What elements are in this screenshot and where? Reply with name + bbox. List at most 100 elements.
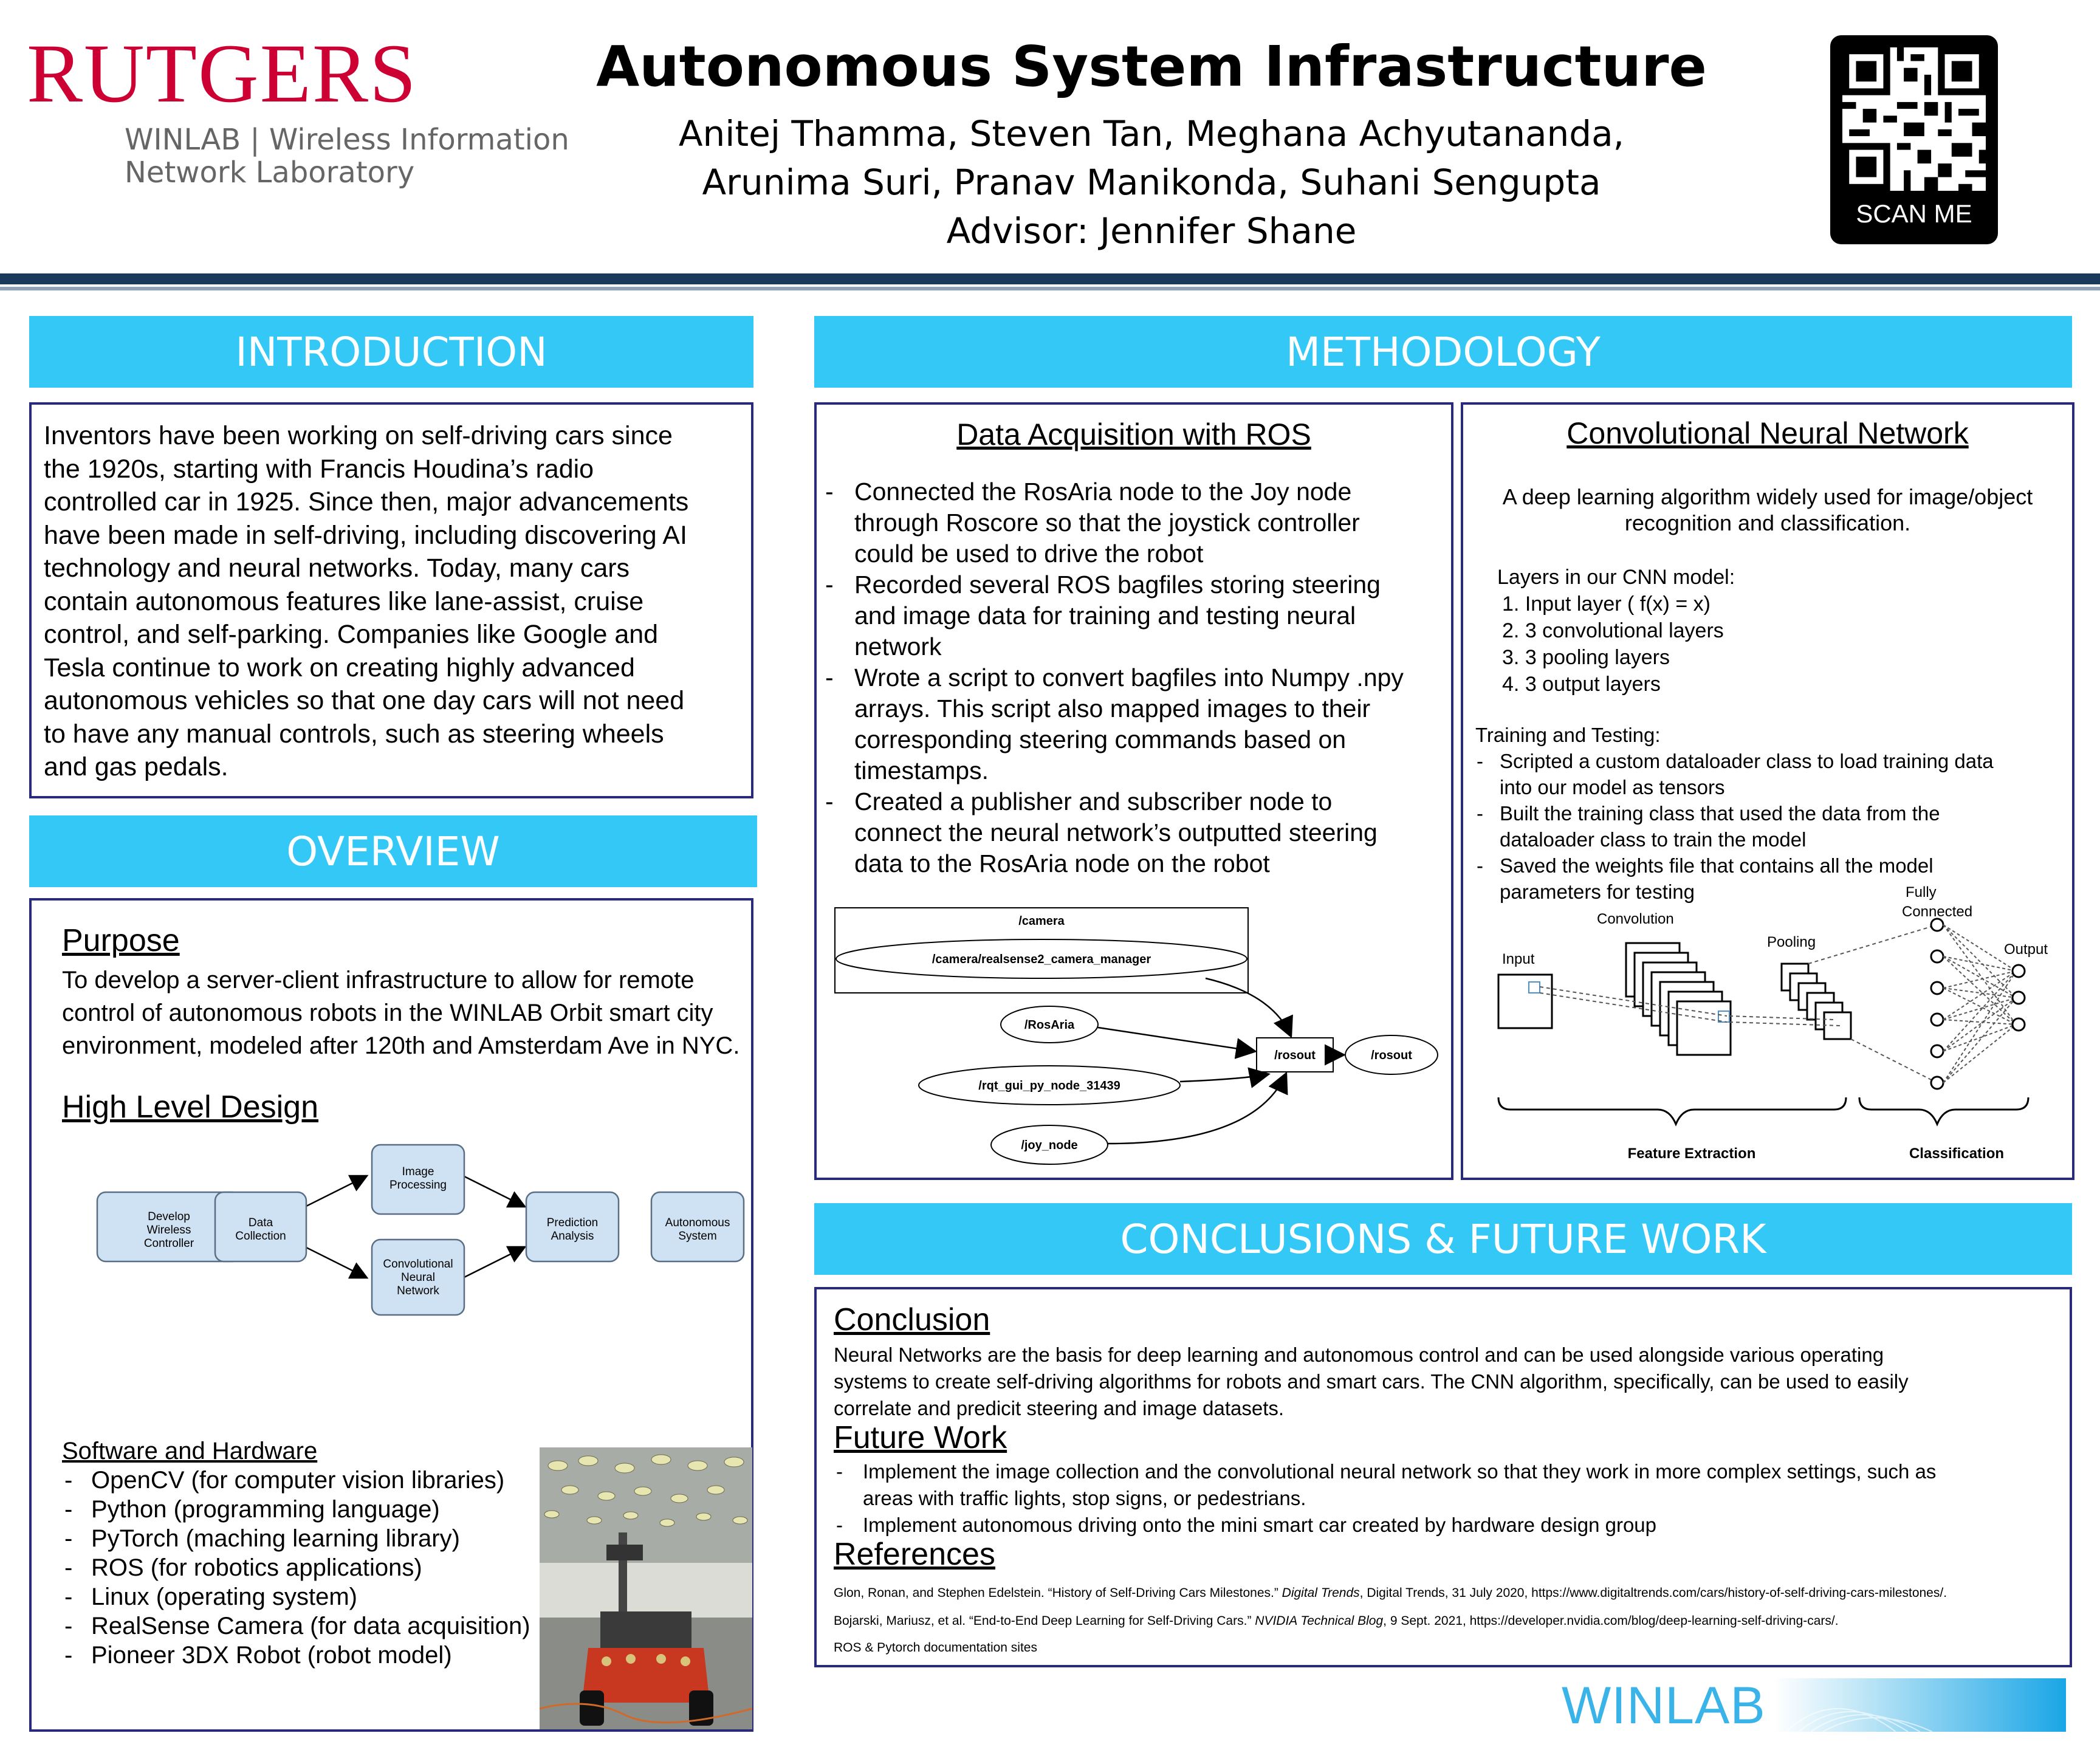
reference-2: Bojarski, Mariusz, et al. “End-to-End De… bbox=[834, 1613, 2067, 1630]
edge-rqt-rosout bbox=[1179, 1067, 1271, 1088]
methodology-banner: METHODOLOGY bbox=[814, 316, 2072, 388]
intro-line: control, and self-parking. Companies lik… bbox=[44, 620, 659, 649]
qr-label: SCAN ME bbox=[1856, 199, 1972, 228]
line: Saved the weights file that contains all… bbox=[1500, 854, 1934, 877]
line: correlate and predicit steering and imag… bbox=[834, 1397, 1285, 1419]
edge-rosaria-rosout bbox=[1097, 1026, 1257, 1059]
layer-text: 3 pooling layers bbox=[1525, 646, 1670, 669]
bullet: - bbox=[1477, 802, 1483, 825]
node-label: Controller bbox=[144, 1237, 194, 1250]
list-item: 4. 3 output layers bbox=[1502, 671, 1735, 698]
line: areas with traffic lights, stop signs, o… bbox=[863, 1487, 1306, 1509]
fc-output-lines bbox=[1943, 924, 2017, 1083]
line: and image data for training and testing … bbox=[854, 602, 1356, 630]
line: parameters for testing bbox=[1500, 880, 1695, 903]
purpose-line: control of autonomous robots in the WINL… bbox=[62, 1000, 713, 1026]
input-layer-box bbox=[1497, 973, 1553, 1029]
camera-cluster-label: /camera bbox=[1018, 914, 1065, 928]
feature-extraction-brace bbox=[1497, 1097, 1847, 1127]
purpose-line: To develop a server-client infrastructur… bbox=[62, 967, 695, 993]
authors-line-1: Anitej Thamma, Steven Tan, Meghana Achyu… bbox=[678, 113, 1625, 154]
line: recognition and classification. bbox=[1624, 510, 1911, 535]
list-item: Linux (operating system) bbox=[62, 1582, 530, 1611]
list-item: RealSense Camera (for data acquisition) bbox=[62, 1611, 530, 1641]
list-item: ROS (for robotics applications) bbox=[62, 1553, 530, 1582]
list-item: 2. 3 convolutional layers bbox=[1502, 617, 1735, 644]
edge-camera-rosout bbox=[1205, 977, 1293, 1038]
bullet: - bbox=[825, 478, 834, 506]
bullet: - bbox=[836, 1514, 843, 1536]
layers-title: Layers in our CNN model: bbox=[1497, 566, 1735, 589]
node-convolutional-neural-network bbox=[371, 1238, 465, 1316]
list-entry: - Connected the RosAria node to the Joy … bbox=[823, 476, 1449, 569]
cnn-architecture-diagram: Input Convolution Pooling Fully Connecte… bbox=[1497, 884, 2048, 1162]
list-item: OpenCV (for computer vision libraries) bbox=[62, 1466, 530, 1495]
intro-line: and gas pedals. bbox=[44, 752, 228, 781]
line: Neural Networks are the basis for deep l… bbox=[834, 1343, 1884, 1366]
line: Built the training class that used the d… bbox=[1500, 802, 1940, 825]
classification-brace bbox=[1858, 1097, 2030, 1127]
qr-pattern-icon bbox=[1842, 47, 1986, 191]
bullet: - bbox=[1477, 854, 1483, 877]
node-label: Convolutional bbox=[383, 1258, 453, 1271]
introduction-heading: INTRODUCTION bbox=[235, 328, 547, 376]
line: corresponding steering commands based on bbox=[854, 726, 1347, 753]
cnn-panel: Convolutional Neural Network A deep lear… bbox=[1461, 402, 2074, 1180]
conv-stack bbox=[1625, 942, 1732, 1056]
node-label: Autonomous bbox=[665, 1216, 730, 1229]
list-item: - Connected the RosAria node to the Joy … bbox=[823, 476, 1449, 879]
winlab-footer-logo: WINLAB bbox=[1556, 1673, 2066, 1735]
purpose-text: To develop a server-client infrastructur… bbox=[62, 964, 739, 1062]
line: Scripted a custom dataloader class to lo… bbox=[1500, 750, 1994, 772]
winlab-footer-text: WINLAB bbox=[1562, 1676, 1766, 1735]
rosout-ellipse-label: /rosout bbox=[1371, 1049, 1412, 1062]
camera-manager-label: /camera/realsense2_camera_manager bbox=[932, 953, 1151, 966]
node-label: Prediction bbox=[547, 1216, 599, 1229]
intro-line: have been made in self-driving, includin… bbox=[44, 520, 687, 550]
design-title: High Level Design bbox=[62, 1089, 319, 1125]
list-entry: - Implement the image collection and the… bbox=[834, 1458, 2061, 1512]
fully-connected-label-2: Connected bbox=[1902, 904, 1972, 920]
list-item: 1. Input layer ( f(x) = x) bbox=[1502, 591, 1735, 617]
rosaria-label: /RosAria bbox=[1024, 1018, 1075, 1032]
cnn-layers: Layers in our CNN model: 1. Input layer … bbox=[1497, 564, 1735, 698]
line: Created a publisher and subscriber node … bbox=[854, 787, 1333, 815]
rqt-gui-node bbox=[918, 1065, 1181, 1105]
rqt-gui-label: /rqt_gui_py_node_31439 bbox=[978, 1079, 1120, 1093]
list-entry: - Wrote a script to convert bagfiles int… bbox=[823, 662, 1449, 786]
line: dataloader class to train the model bbox=[1500, 828, 1807, 851]
edge-joy-rosout bbox=[1107, 1071, 1288, 1145]
line: data to the RosAria node on the robot bbox=[854, 849, 1270, 877]
line: Implement autonomous driving onto the mi… bbox=[863, 1514, 1657, 1536]
node-prediction-analysis bbox=[525, 1191, 620, 1263]
software-hardware-list: OpenCV (for computer vision libraries) P… bbox=[62, 1466, 530, 1670]
overview-heading: OVERVIEW bbox=[286, 828, 500, 875]
output-label: Output bbox=[2004, 941, 2048, 958]
line: into our model as tensors bbox=[1500, 776, 1725, 798]
reference-text: , Digital Trends, 31 July 2020, https://… bbox=[1359, 1586, 1947, 1600]
intro-line: technology and neural networks. Today, m… bbox=[44, 554, 630, 583]
node-label: Collection bbox=[235, 1230, 286, 1243]
line: connect the neural network’s outputted s… bbox=[854, 818, 1378, 846]
node-label: Develop bbox=[148, 1210, 190, 1223]
purpose-title: Purpose bbox=[62, 923, 180, 958]
intro-line: Tesla continue to work on creating highl… bbox=[44, 653, 635, 682]
future-work-title: Future Work bbox=[834, 1420, 1007, 1455]
training-title: Training and Testing: bbox=[1475, 724, 1661, 746]
header-divider bbox=[0, 273, 2100, 284]
winlab-wave-graphic bbox=[1774, 1678, 2066, 1732]
qr-code[interactable]: SCAN ME bbox=[1830, 35, 1998, 244]
intro-line: contain autonomous features like lane-as… bbox=[44, 586, 644, 616]
introduction-panel: Inventors have been working on self-driv… bbox=[29, 402, 753, 798]
reference-1: Glon, Ronan, and Stephen Edelstein. “His… bbox=[834, 1585, 2067, 1602]
classification-label: Classification bbox=[1909, 1145, 2004, 1162]
list-number: 3. bbox=[1502, 646, 1525, 669]
rosout-box-node bbox=[1256, 1037, 1334, 1072]
convolution-label: Convolution bbox=[1597, 911, 1674, 927]
node-label: Network bbox=[397, 1285, 439, 1297]
intro-line: to have any manual controls, such as ste… bbox=[44, 719, 664, 749]
conclusions-panel: Conclusion Neural Networks are the basis… bbox=[814, 1287, 2072, 1667]
list-entry: - Built the training class that used the… bbox=[1475, 800, 2071, 853]
header-divider-thin bbox=[0, 287, 2100, 290]
future-work-list: - Implement the image collection and the… bbox=[834, 1458, 2061, 1539]
